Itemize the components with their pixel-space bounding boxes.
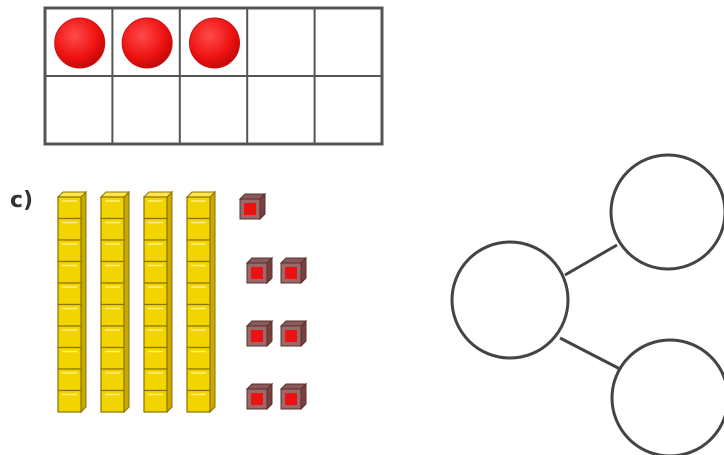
rod-unit xyxy=(58,240,81,262)
red-counter xyxy=(122,18,172,68)
rod-unit xyxy=(101,348,124,370)
rod-unit xyxy=(58,262,81,284)
rod-unit xyxy=(58,219,81,241)
rod-unit xyxy=(187,219,210,241)
rod-unit xyxy=(101,283,124,305)
rod-unit xyxy=(101,391,124,413)
ones-cube xyxy=(281,321,306,346)
whole-circle[interactable] xyxy=(452,242,568,358)
ones-cube xyxy=(247,384,272,409)
part-whole-model xyxy=(452,155,724,455)
rod-unit xyxy=(144,305,167,327)
ones-cube xyxy=(247,321,272,346)
rod-unit xyxy=(187,283,210,305)
rod-unit xyxy=(187,240,210,262)
rod-unit xyxy=(101,326,124,348)
part-circle-bottom[interactable] xyxy=(612,340,724,455)
connector-line-bottom xyxy=(560,338,622,370)
rod-unit xyxy=(101,240,124,262)
rod-unit xyxy=(101,219,124,241)
rod-unit xyxy=(58,369,81,391)
rod-unit xyxy=(187,262,210,284)
rod-unit xyxy=(144,283,167,305)
part-circle-top[interactable] xyxy=(611,155,724,269)
tens-rod xyxy=(144,192,172,412)
rod-unit xyxy=(187,348,210,370)
rod-unit xyxy=(144,391,167,413)
rod-unit xyxy=(144,326,167,348)
connector-line-top xyxy=(565,245,617,275)
rod-unit xyxy=(144,262,167,284)
rod-unit xyxy=(58,283,81,305)
ten-frame xyxy=(45,8,382,144)
ones-cube xyxy=(240,194,265,219)
rod-unit xyxy=(144,348,167,370)
tens-rods xyxy=(58,192,215,412)
ones-cube xyxy=(247,258,272,283)
rod-unit xyxy=(58,197,81,219)
rod-unit xyxy=(187,326,210,348)
ones-cubes xyxy=(240,194,306,409)
red-counter xyxy=(55,18,105,68)
rod-unit xyxy=(144,240,167,262)
rod-unit xyxy=(187,305,210,327)
tens-rod xyxy=(187,192,215,412)
rod-unit xyxy=(144,369,167,391)
ones-cube xyxy=(281,384,306,409)
rod-unit xyxy=(144,219,167,241)
red-counter xyxy=(190,18,240,68)
tens-rod xyxy=(101,192,129,412)
rod-unit xyxy=(101,197,124,219)
rod-unit xyxy=(187,369,210,391)
rod-unit xyxy=(101,262,124,284)
rod-unit xyxy=(58,326,81,348)
rod-unit xyxy=(101,305,124,327)
tens-rod xyxy=(58,192,86,412)
rod-unit xyxy=(58,391,81,413)
rod-unit xyxy=(58,305,81,327)
rod-unit xyxy=(101,369,124,391)
ones-cube xyxy=(281,258,306,283)
rod-unit xyxy=(187,197,210,219)
rod-unit xyxy=(58,348,81,370)
rod-unit xyxy=(187,391,210,413)
rod-unit xyxy=(144,197,167,219)
